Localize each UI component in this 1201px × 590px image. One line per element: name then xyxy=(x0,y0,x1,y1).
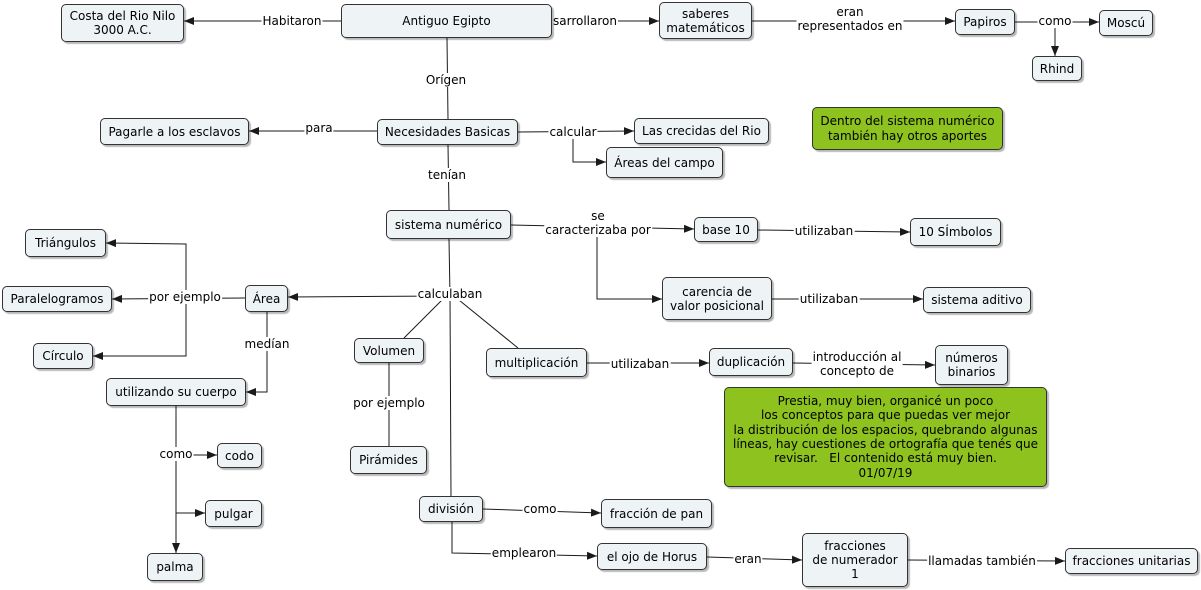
note-comentario-docente: Prestia, muy bien, organicé un poco los … xyxy=(724,387,1047,487)
concept-papiros: Papiros xyxy=(955,9,1015,35)
concept-costa-del-rio-nilo: Costa del Rio Nilo 3000 A.C. xyxy=(61,4,184,42)
concept-antiguo-egipto: Antiguo Egipto xyxy=(341,4,552,38)
concept-sistema-aditivo: sistema aditivo xyxy=(923,287,1031,313)
concept-duplicacion: duplicación xyxy=(709,348,793,376)
concept-base-10: base 10 xyxy=(694,217,758,242)
linking-phrase-origen: Orígen xyxy=(424,73,468,87)
linking-phrase-por-ejemplo-area: por ejemplo xyxy=(148,290,222,304)
concept-fracciones-de-numerador-1: fracciones de numerador 1 xyxy=(802,533,908,587)
concept-multiplicacion: multiplicación xyxy=(486,348,587,377)
concept-rhind: Rhind xyxy=(1032,56,1082,81)
concept-10-simbolos: 10 SÍmbolos xyxy=(910,218,1001,246)
concept-el-ojo-de-horus: el ojo de Horus xyxy=(597,543,707,570)
concept-carencia-valor-posicional: carencia de valor posicional xyxy=(662,277,772,320)
concept-palma: palma xyxy=(147,553,203,581)
concept-volumen: Volumen xyxy=(354,338,424,363)
linking-phrase-emplearon: emplearon xyxy=(490,546,558,560)
concept-saberes-matematicos: saberes matemáticos xyxy=(659,2,752,39)
linking-phrase-utilizaban-multiplicacion: utilizaban xyxy=(609,357,671,371)
linking-phrase-tenian: tenían xyxy=(427,168,467,182)
concept-areas-del-campo: Áreas del campo xyxy=(606,147,723,178)
linking-phrase-como-papiros: como xyxy=(1037,14,1073,28)
linking-phrase-por-ejemplo-volumen: por ejemplo xyxy=(352,396,426,410)
note-otros-aportes: Dentro del sistema numérico también hay … xyxy=(812,107,1003,150)
linking-phrase-calcular: calcular xyxy=(548,125,598,139)
linking-phrase-calculaban: calculaban xyxy=(416,287,484,301)
concept-circulo: Círculo xyxy=(33,343,93,369)
linking-phrase-como-cuerpo: como xyxy=(158,447,194,461)
connector-calculaban-division xyxy=(449,295,452,497)
linking-phrase-para: para xyxy=(304,121,334,135)
concept-numeros-binarios: números binarios xyxy=(935,345,1008,385)
concept-las-crecidas-del-rio: Las crecidas del Rio xyxy=(634,118,769,144)
concept-moscu: Moscú xyxy=(1099,10,1153,36)
connector-caracterizaba-carencia xyxy=(596,230,662,303)
concept-piramides: Pirámides xyxy=(350,446,427,474)
concept-utilizando-su-cuerpo: utilizando su cuerpo xyxy=(106,378,246,406)
linking-phrase-median: medían xyxy=(243,337,291,351)
linking-phrase-eran-horus: eran xyxy=(733,552,763,566)
concept-triangulos: Triángulos xyxy=(25,229,106,257)
concept-fracciones-unitarias: fracciones unitarias xyxy=(1065,548,1198,574)
concept-necesidades-basicas: Necesidades Basicas xyxy=(377,119,518,145)
concept-sistema-numerico: sistema numérico xyxy=(386,210,511,239)
concept-area: Área xyxy=(245,285,288,312)
linking-phrase-utilizaban-carencia: utilizaban xyxy=(798,292,860,306)
linking-phrase-como-division: como xyxy=(522,502,558,516)
linking-phrase-llamadas-tambien: llamadas también xyxy=(927,554,1037,568)
linking-phrase-utilizaban-base10: utilizaban xyxy=(793,224,855,238)
linking-phrase-introduccion-al-concepto: introducción al concepto de xyxy=(811,350,903,378)
linking-phrase-habitaron: Habitaron xyxy=(261,14,323,28)
connector-ejemplo-circulo xyxy=(93,297,187,360)
connector-calculaban-volumen xyxy=(403,295,447,339)
concept-pulgar: pulgar xyxy=(205,500,262,527)
connector-calcular-areas-campo xyxy=(572,132,606,166)
concept-codo: codo xyxy=(217,443,262,468)
concept-pagarle-a-los-esclavos: Pagarle a los esclavos xyxy=(100,118,249,145)
connector-area-cuerpo xyxy=(246,312,268,396)
connector-sistema-calculaban xyxy=(448,238,451,297)
connector-calculaban-multiplicacion xyxy=(453,295,519,349)
concept-division: división xyxy=(419,496,483,522)
concept-paralelogramos: Paralelogramos xyxy=(2,286,112,312)
linking-phrase-se-caracterizaba-por: se caracterizaba por xyxy=(544,209,652,237)
connector-ejemplo-triangulos xyxy=(105,239,187,297)
linking-phrase-sarrollaron: sarrollaron xyxy=(552,14,618,28)
linking-phrase-eran-representados-en: eran representados en xyxy=(796,5,904,33)
concept-fraccion-de-pan: fracción de pan xyxy=(601,499,712,528)
